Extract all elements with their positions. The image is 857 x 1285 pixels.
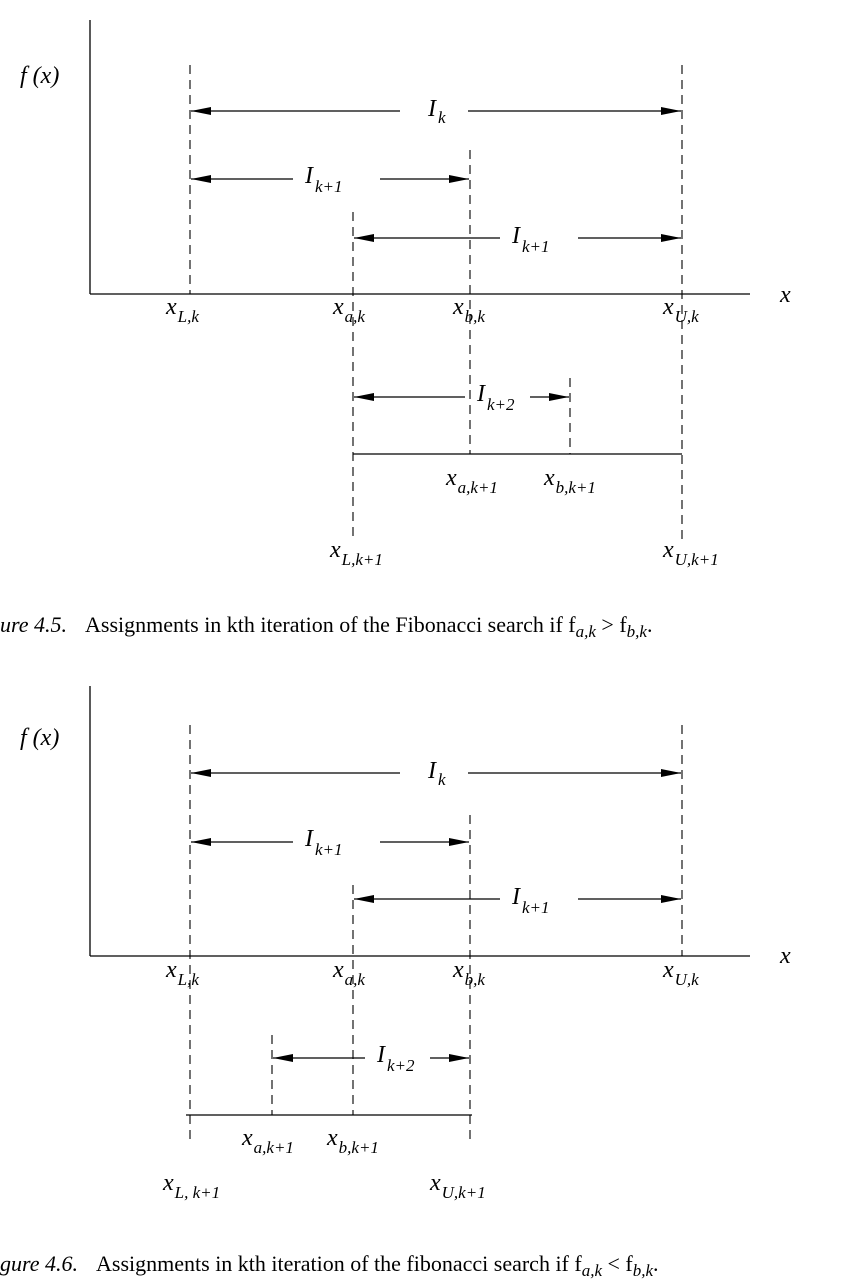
label-xak1: xa,k+1 (241, 1125, 294, 1157)
label-xbk: xb,k (452, 957, 485, 989)
label-xLk1: xL, k+1 (162, 1170, 220, 1202)
label-xak: xa,k (332, 294, 365, 326)
x-axis-label: x (779, 282, 791, 308)
label-xUk: xU,k (662, 957, 699, 989)
label-xUk: xU,k (662, 294, 699, 326)
label-xbk: xb,k (452, 294, 485, 326)
fx-label: f (x) (20, 725, 59, 751)
label-xLk1: xL,k+1 (329, 537, 383, 569)
label-xbk1: xb,k+1 (326, 1125, 379, 1157)
label-xbk1: xb,k+1 (543, 465, 596, 497)
label-xUk1: xU,k+1 (429, 1170, 486, 1202)
caption-4-5: ure 4.5.Assignments in kth iteration of … (0, 612, 652, 641)
x-axis-label: x (779, 943, 791, 969)
fx-label: f (x) (20, 63, 59, 89)
label-xLk: xL,k (165, 294, 199, 326)
label-xak1: xa,k+1 (445, 465, 498, 497)
label-xak: xa,k (332, 957, 365, 989)
label-xLk: xL,k (165, 957, 199, 989)
caption-4-6: gure 4.6.Assignments in kth iteration of… (0, 1251, 659, 1280)
label-xUk1: xU,k+1 (662, 537, 719, 569)
